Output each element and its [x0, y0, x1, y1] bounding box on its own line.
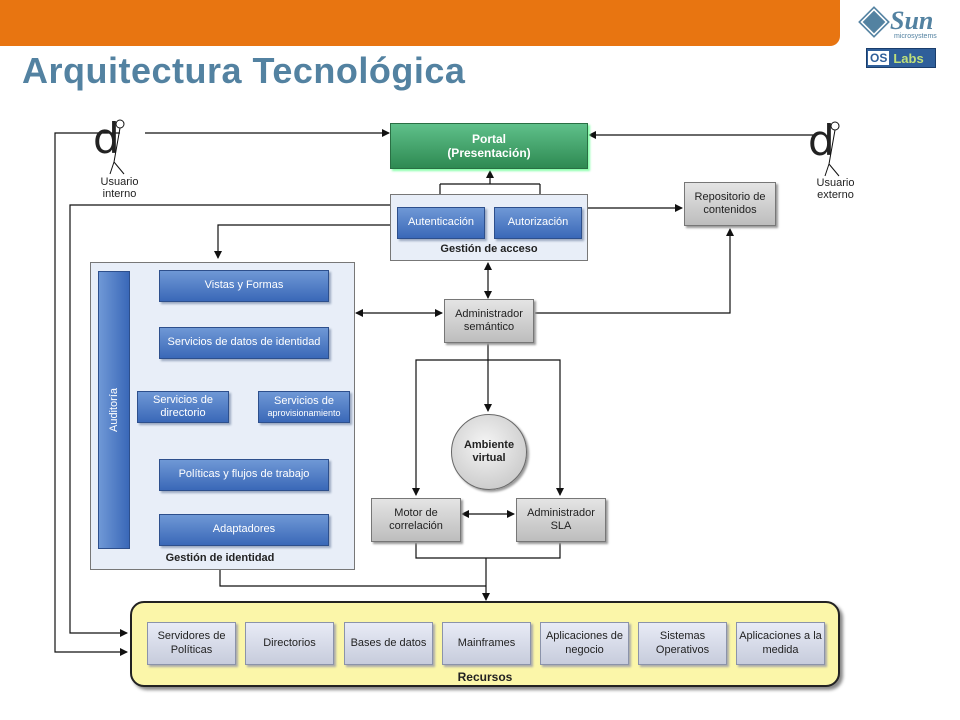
- internal-user-figure: [109, 119, 125, 175]
- portal-subtitle: (Presentación): [447, 146, 531, 160]
- portal-title: Portal: [471, 131, 506, 146]
- resource-item: Bases de datos: [344, 622, 433, 665]
- sun-logo-subtitle: microsystems: [894, 33, 937, 40]
- external-user-figure: [824, 121, 840, 177]
- virtual-environment-node: Ambiente virtual: [451, 414, 527, 490]
- internal-user-label: Usuario interno: [100, 176, 139, 200]
- sun-logo-word: Sun: [890, 6, 934, 35]
- resources-title: Recursos: [457, 670, 513, 684]
- audit-label: Auditoría: [108, 387, 120, 433]
- resource-item: Aplicaciones a la medida: [736, 622, 825, 665]
- resource-item: Aplicaciones de negocio: [540, 622, 629, 665]
- identity-data-services-box: Servicios de datos de identidad: [159, 327, 329, 359]
- line-to-correlation: [412, 359, 488, 496]
- sla-admin-box: Administrador SLA: [516, 498, 606, 542]
- slide-title: Arquitectura Tecnológica: [22, 50, 466, 91]
- external-user-label: Usuario externo: [816, 177, 855, 201]
- sun-logo: Sun microsystems: [860, 6, 942, 46]
- os-labs-logo-labs: Labs: [893, 50, 924, 66]
- access-management-title: Gestión de acceso: [440, 243, 538, 255]
- authentication-box: Autenticación: [397, 207, 485, 239]
- top-banner: [0, 0, 840, 46]
- directory-services-box: Servicios de directorio: [137, 391, 229, 423]
- line-left-bus-internal: [54, 132, 128, 656]
- resource-item: Directorios: [245, 622, 334, 665]
- authorization-box: Autorización: [494, 207, 582, 239]
- provisioning-line2: aprovisionamiento: [267, 408, 341, 419]
- provisioning-line1: Servicios de: [274, 395, 334, 407]
- resource-item: Servidores de Políticas: [147, 622, 236, 665]
- line-to-sla: [488, 359, 564, 496]
- line-identity-resources: [219, 570, 486, 587]
- views-forms-box: Vistas y Formas: [159, 270, 329, 302]
- portal-box: Portal (Presentación): [390, 123, 588, 169]
- semantic-admin-box: Administrador semántico: [444, 299, 534, 343]
- resource-item: Mainframes: [442, 622, 531, 665]
- os-labs-logo: OS Labs: [866, 48, 936, 68]
- line-access-to-identity: [214, 224, 390, 259]
- provisioning-services-box: Servicios de aprovisionamiento: [258, 391, 350, 423]
- os-labs-logo-os: OS: [868, 51, 890, 65]
- content-repository-box: Repositorio de contenidos: [684, 182, 776, 226]
- policies-workflows-box: Políticas y flujos de trabajo: [159, 459, 329, 491]
- resource-item: Sistemas Operativos: [638, 622, 727, 665]
- line-left-bus-upper: [69, 204, 390, 637]
- correlation-engine-box: Motor de correlación: [371, 498, 461, 542]
- line-semantic-repository: [535, 228, 734, 314]
- identity-management-title: Gestión de identidad: [165, 552, 275, 564]
- line-correlation-down: [415, 543, 561, 559]
- audit-bar: Auditoría: [98, 271, 130, 549]
- adapters-box: Adaptadores: [159, 514, 329, 546]
